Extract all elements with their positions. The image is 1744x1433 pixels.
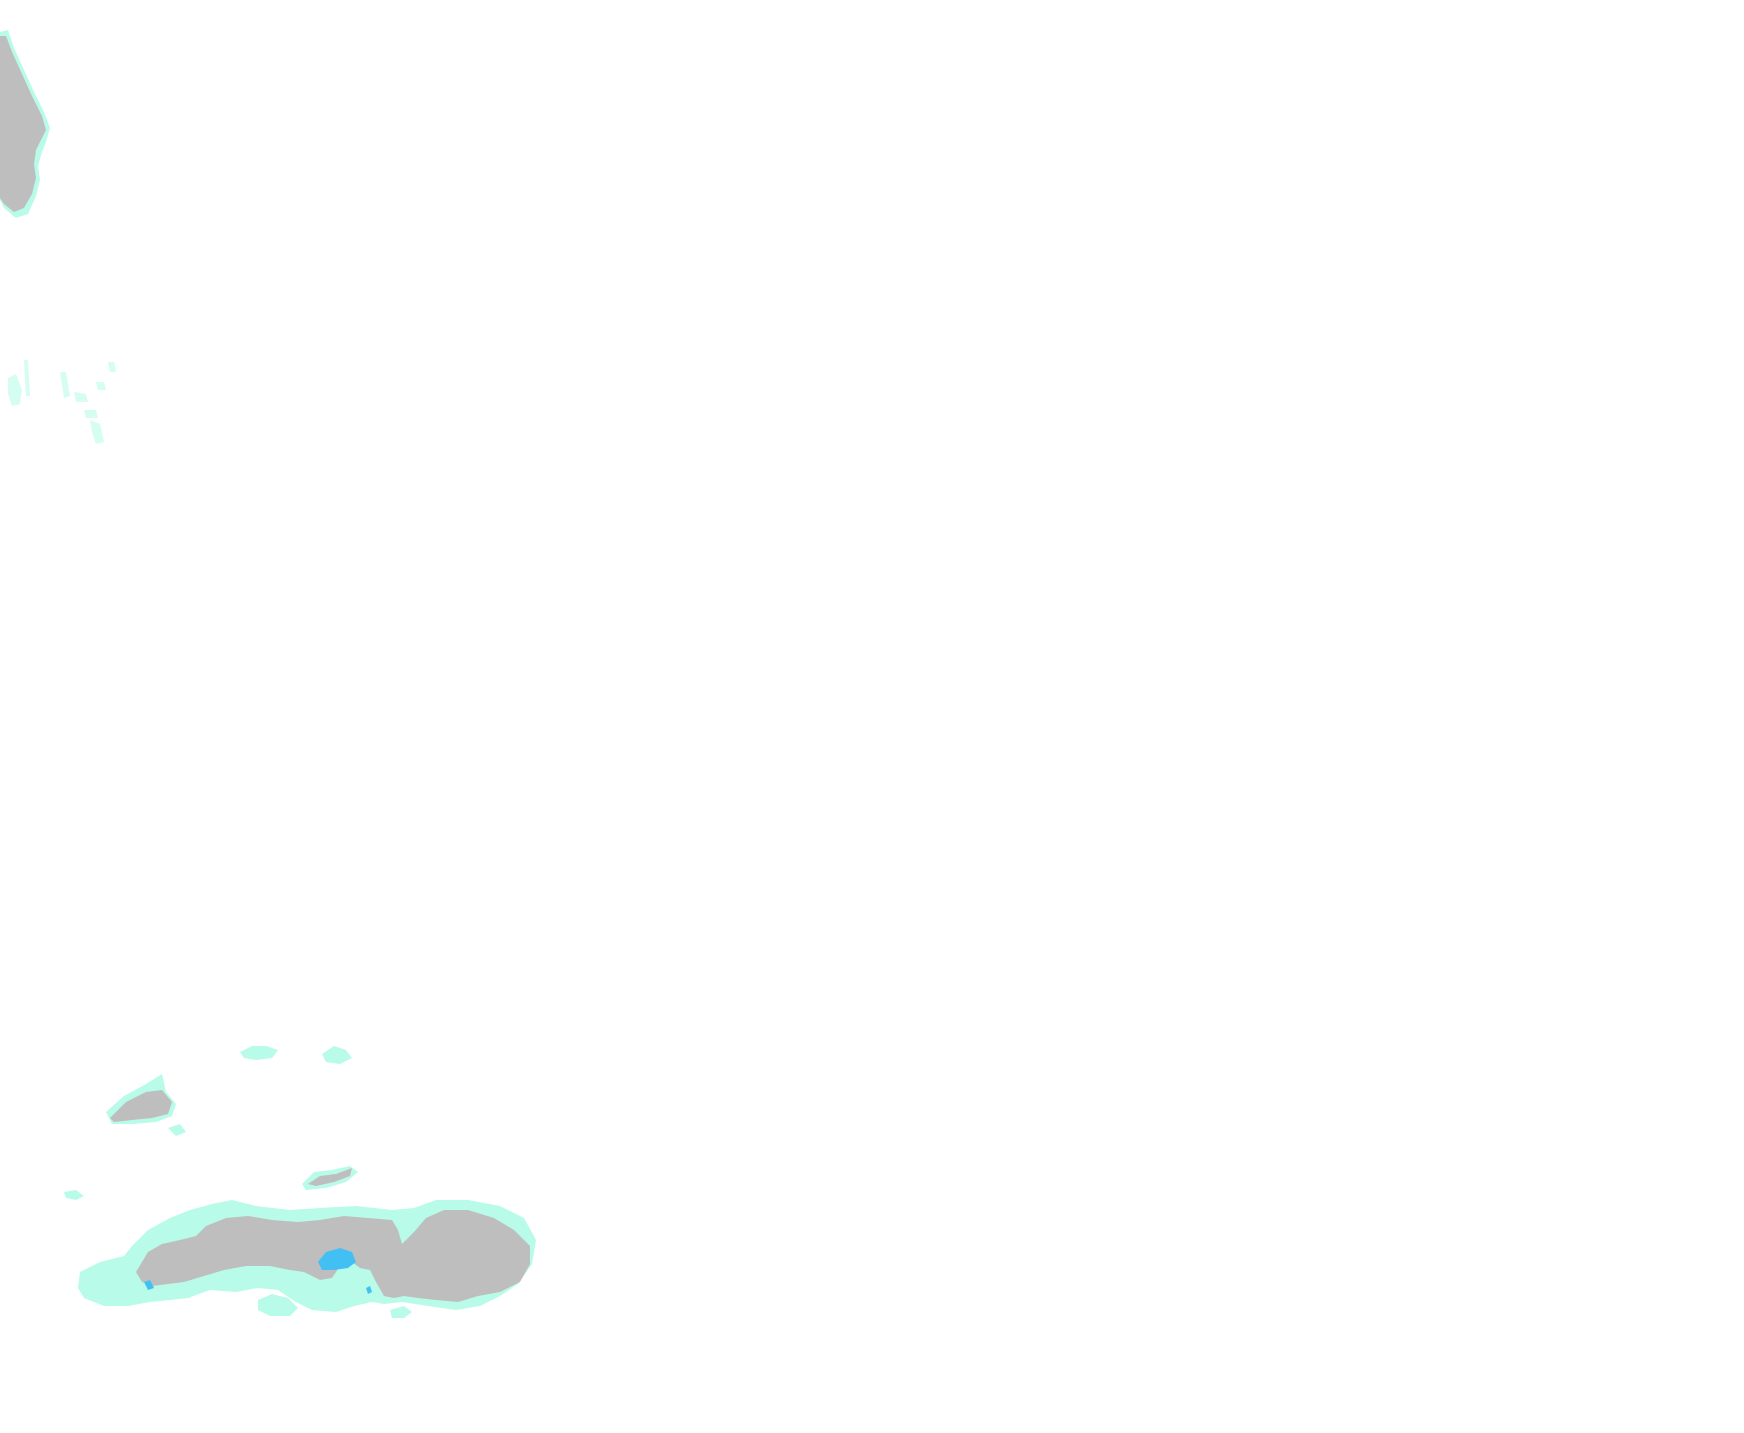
island-central bbox=[308, 1168, 352, 1186]
reef-fragments-west bbox=[8, 360, 116, 444]
island-west bbox=[110, 1090, 172, 1122]
pond-west bbox=[144, 1280, 154, 1290]
lagoon bbox=[318, 1248, 356, 1270]
south-shoal-b bbox=[390, 1306, 412, 1318]
islet-far-west bbox=[64, 1190, 84, 1200]
south-shoal-a bbox=[258, 1294, 298, 1316]
pond-south bbox=[366, 1286, 372, 1294]
islet-west-south bbox=[168, 1124, 186, 1136]
islet-north-a bbox=[240, 1046, 278, 1060]
landmass-north-west bbox=[0, 36, 46, 212]
south-shoal-c bbox=[178, 1290, 190, 1298]
islet-north-b bbox=[322, 1046, 352, 1064]
